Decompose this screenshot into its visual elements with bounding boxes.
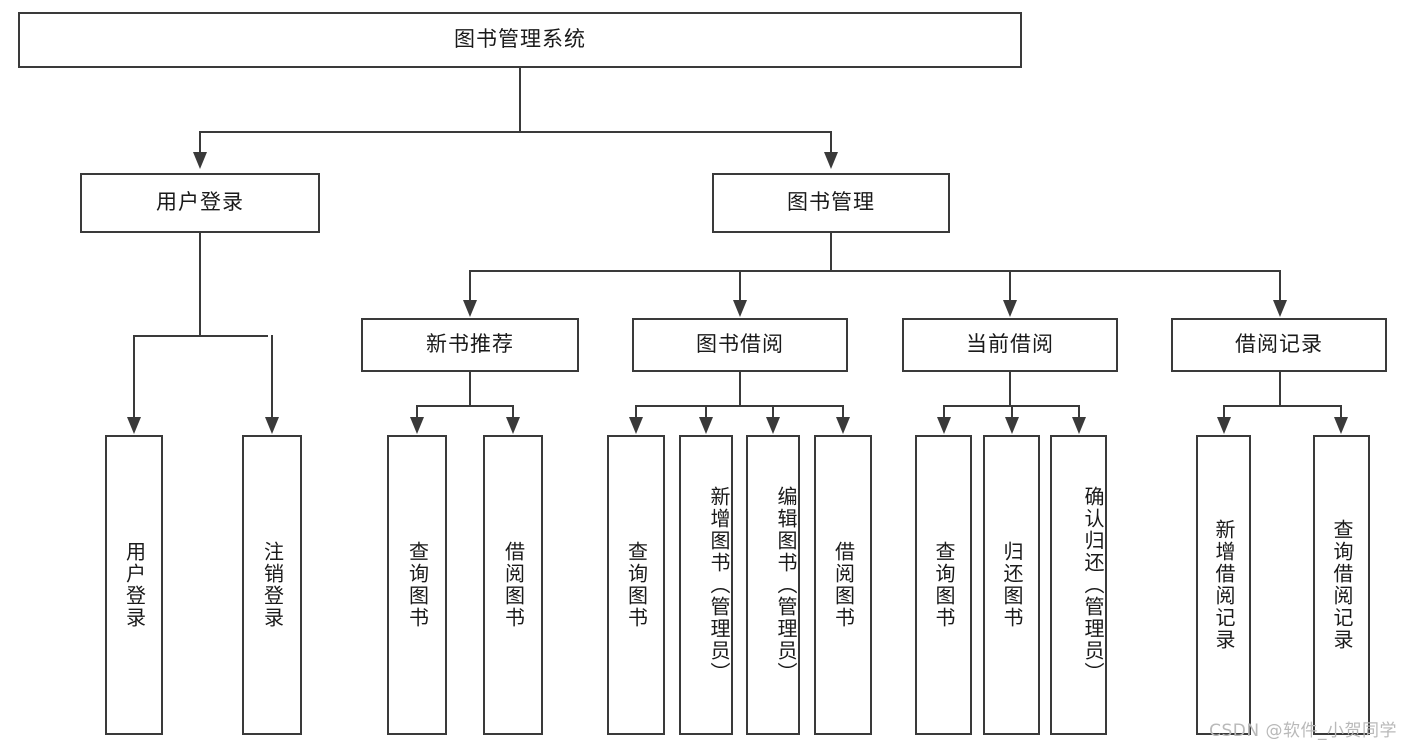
leaf-query-book-borrow[interactable]: 查询图书 [607, 435, 665, 735]
leaf-user-login[interactable]: 用户登录 [105, 435, 163, 735]
arrowhead-leaf-return-book [1005, 417, 1019, 434]
arrowhead-leaf-query-book-bb [629, 417, 643, 434]
connector-bm-to-borrow [739, 270, 741, 302]
arrowhead-leaf-user-login [127, 417, 141, 434]
arrowhead-leaf-confirm-return [1072, 417, 1086, 434]
connector-cb-to-leaf-3 [1078, 405, 1080, 418]
connector-new-book-fanbar [416, 405, 514, 407]
connector-new-book-to-leaf-1 [416, 405, 418, 418]
node-label: 查询借阅记录 [1330, 519, 1354, 651]
leaf-query-borrow-record[interactable]: 查询借阅记录 [1313, 435, 1370, 735]
connector-br-to-leaf-2 [1340, 405, 1342, 418]
connector-root-stem [519, 68, 521, 131]
node-label: 用户登录 [156, 190, 244, 215]
node-book-borrow[interactable]: 图书借阅 [632, 318, 848, 372]
arrowhead-current-borrow [1003, 300, 1017, 317]
node-label: 用户登录 [122, 541, 147, 629]
arrowhead-borrow-record [1273, 300, 1287, 317]
node-label: 新书推荐 [426, 332, 514, 357]
connector-root-to-book-management [830, 131, 832, 153]
connector-new-book-to-leaf-2 [512, 405, 514, 418]
connector-bm-to-borrow-record [1279, 270, 1281, 302]
connector-cb-to-leaf-1 [943, 405, 945, 418]
arrowhead-leaf-query-book-nb [410, 417, 424, 434]
arrowhead-book-borrow [733, 300, 747, 317]
leaf-add-book-admin[interactable]: 新增图书（管理员） [679, 435, 733, 735]
leaf-logout[interactable]: 注销登录 [242, 435, 302, 735]
csdn-watermark: CSDN @软件_小贺同学 [1209, 721, 1397, 741]
connector-current-borrow-stem [1009, 372, 1011, 405]
leaf-borrow-book-new-recommend[interactable]: 借阅图书 [483, 435, 543, 735]
leaf-query-book-current[interactable]: 查询图书 [915, 435, 972, 735]
arrowhead-leaf-add-borrow-record [1217, 417, 1231, 434]
node-new-book-recommend[interactable]: 新书推荐 [361, 318, 579, 372]
arrowhead-leaf-query-borrow-record [1334, 417, 1348, 434]
arrowhead-leaf-add-book [699, 417, 713, 434]
connector-book-borrow-fanbar [635, 405, 843, 407]
node-label: 归还图书 [1000, 541, 1024, 629]
arrowhead-to-user-login [193, 152, 207, 169]
node-label: 借阅记录 [1235, 332, 1323, 357]
connector-user-login-fanbar [133, 335, 268, 337]
node-label: 新增图书（管理员） [707, 486, 731, 684]
leaf-return-book[interactable]: 归还图书 [983, 435, 1040, 735]
node-label: 新增借阅记录 [1212, 519, 1236, 651]
connector-new-book-stem [469, 372, 471, 405]
connector-root-to-user-login [199, 131, 201, 153]
node-borrow-record[interactable]: 借阅记录 [1171, 318, 1387, 372]
connector-bb-to-leaf-3 [772, 405, 774, 418]
node-label: 当前借阅 [966, 332, 1054, 357]
node-label: 图书借阅 [696, 332, 784, 357]
connector-cb-to-leaf-2 [1011, 405, 1013, 418]
connector-bb-to-leaf-2 [705, 405, 707, 418]
leaf-query-book-new-recommend[interactable]: 查询图书 [387, 435, 447, 735]
connector-bm-to-current-borrow [1009, 270, 1011, 302]
arrowhead-leaf-query-book-cb [937, 417, 951, 434]
connector-book-borrow-stem [739, 372, 741, 405]
node-label: 注销登录 [260, 541, 285, 629]
connector-bb-to-leaf-4 [842, 405, 844, 418]
connector-borrow-record-fanbar [1223, 405, 1342, 407]
node-label: 借阅图书 [501, 541, 526, 629]
node-label: 查询图书 [624, 541, 649, 629]
node-label: 查询图书 [932, 541, 956, 629]
node-label: 借阅图书 [831, 541, 856, 629]
node-root-book-management-system[interactable]: 图书管理系统 [18, 12, 1022, 68]
connector-bb-to-leaf-1 [635, 405, 637, 418]
connector-borrow-record-stem [1279, 372, 1281, 405]
node-label: 确认归还（管理员） [1081, 486, 1105, 684]
node-label: 图书管理系统 [454, 27, 586, 52]
connector-user-login-stem [199, 233, 201, 335]
node-label: 编辑图书（管理员） [774, 486, 798, 684]
connector-root-fanbar [199, 131, 831, 133]
leaf-confirm-return-admin[interactable]: 确认归还（管理员） [1050, 435, 1107, 735]
arrowhead-leaf-logout [265, 417, 279, 434]
leaf-add-borrow-record[interactable]: 新增借阅记录 [1196, 435, 1251, 735]
connector-user-login-to-leaf-1 [133, 335, 135, 418]
arrowhead-leaf-edit-book [766, 417, 780, 434]
arrowhead-leaf-borrow-book-bb [836, 417, 850, 434]
node-label: 查询图书 [405, 541, 430, 629]
node-user-login[interactable]: 用户登录 [80, 173, 320, 233]
arrowhead-new-book-recommend [463, 300, 477, 317]
connector-book-management-stem [830, 233, 832, 270]
node-book-management[interactable]: 图书管理 [712, 173, 950, 233]
connector-book-management-fanbar [469, 270, 1280, 272]
arrowhead-to-book-management [824, 152, 838, 169]
connector-br-to-leaf-1 [1223, 405, 1225, 418]
arrowhead-leaf-borrow-book-nb [506, 417, 520, 434]
connector-user-login-to-leaf-2 [271, 335, 273, 418]
leaf-borrow-book[interactable]: 借阅图书 [814, 435, 872, 735]
connector-bm-to-new-book [469, 270, 471, 302]
leaf-edit-book-admin[interactable]: 编辑图书（管理员） [746, 435, 800, 735]
node-current-borrow[interactable]: 当前借阅 [902, 318, 1118, 372]
node-label: 图书管理 [787, 190, 875, 215]
